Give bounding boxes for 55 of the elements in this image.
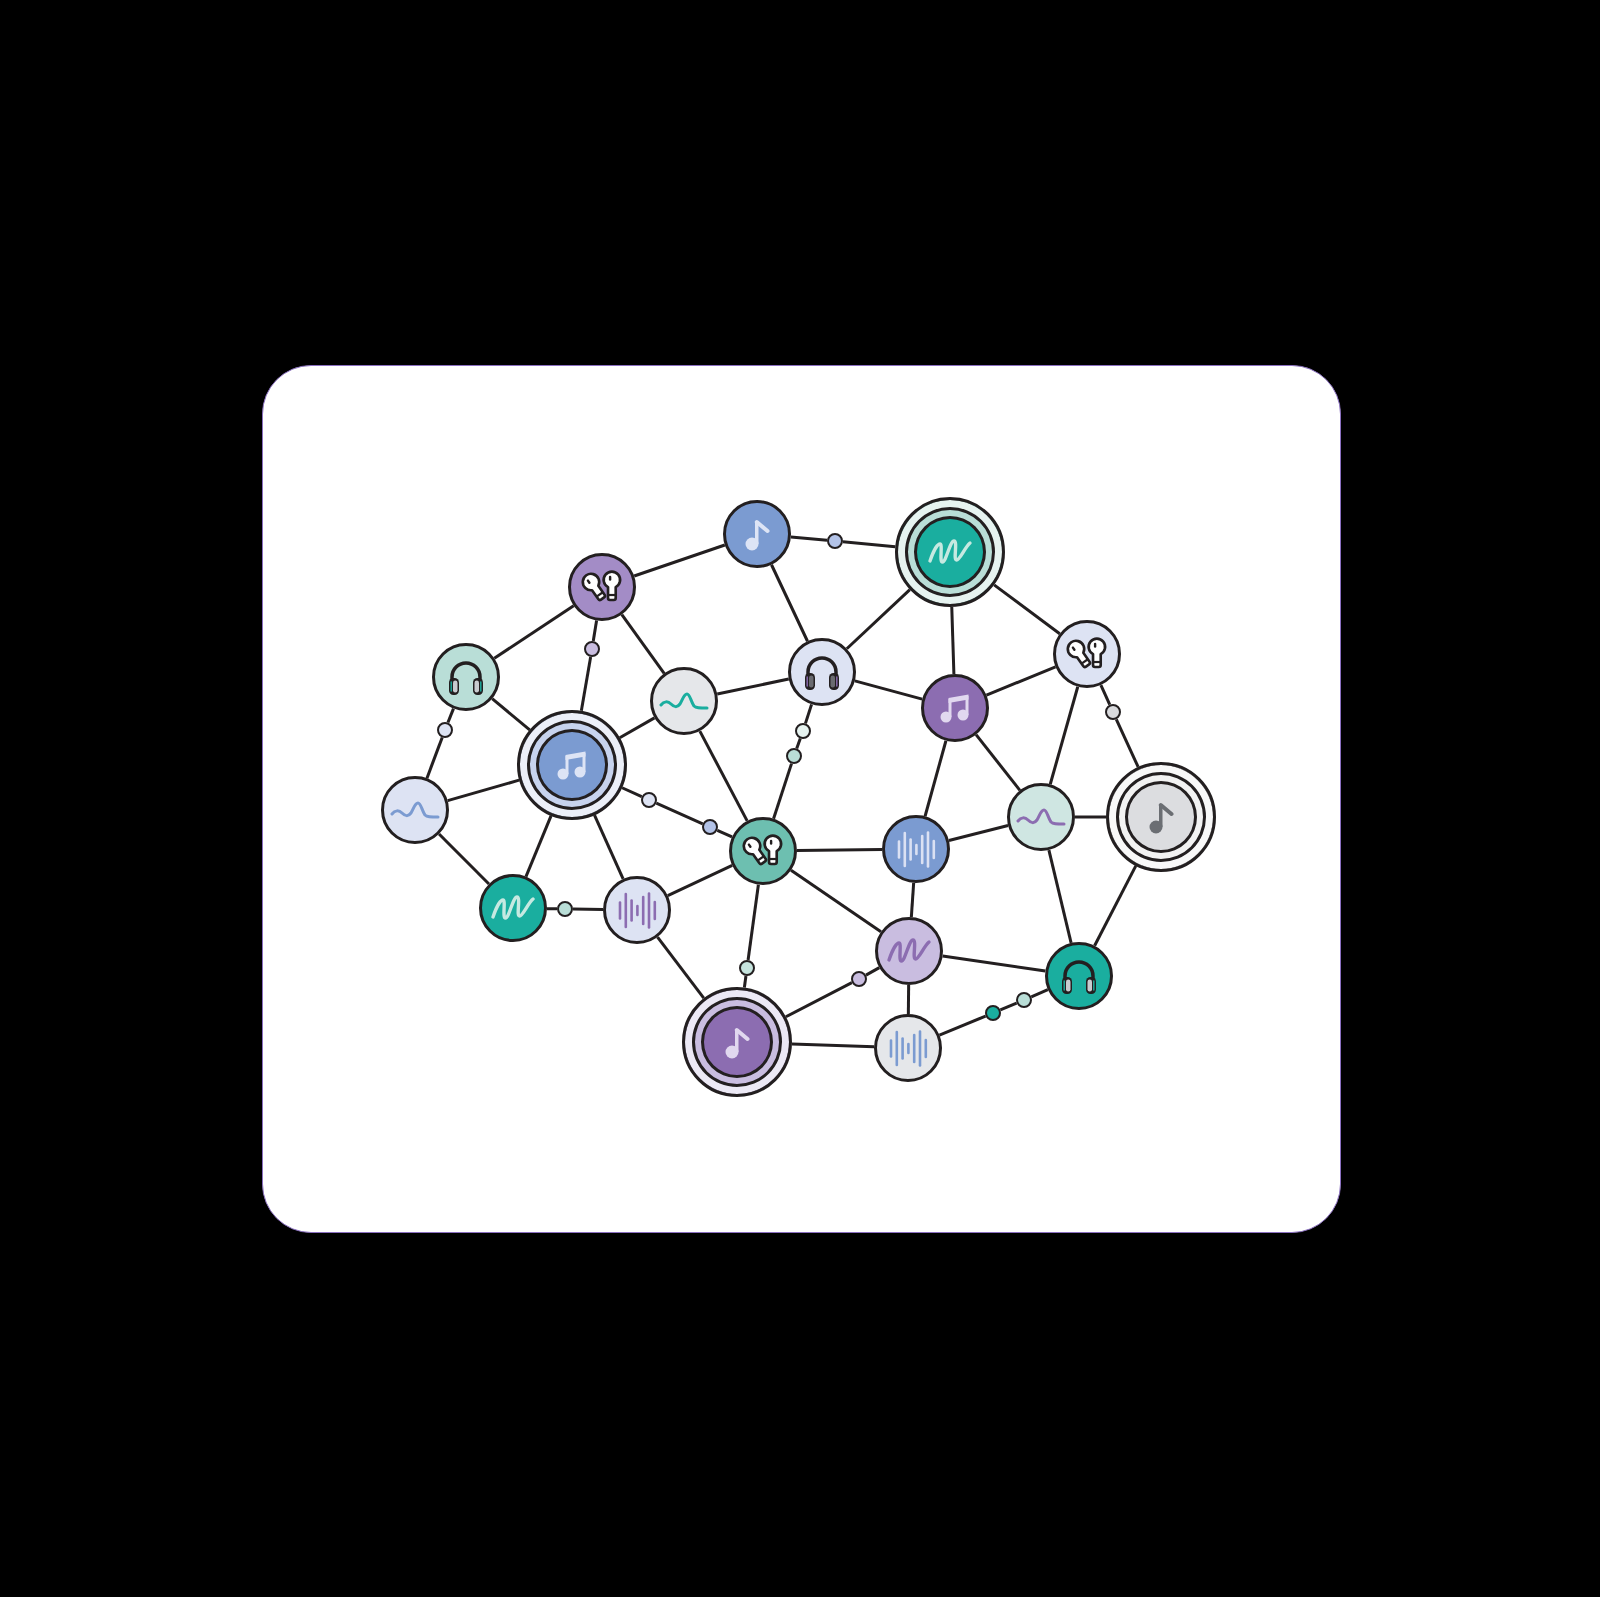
connector-line — [906, 985, 911, 1014]
connector-line — [655, 801, 704, 826]
connector-line — [446, 708, 455, 724]
connector-line — [942, 954, 1046, 973]
connector-line — [795, 738, 802, 749]
connector-line — [950, 606, 956, 675]
connector-line — [974, 733, 1022, 792]
connector-line — [437, 832, 491, 886]
connector-line — [948, 823, 1009, 843]
connector-line — [656, 936, 705, 1000]
connector-line — [620, 613, 666, 675]
connector-line — [746, 884, 760, 961]
connector-line — [938, 1014, 987, 1037]
connector-line — [1047, 849, 1073, 944]
connector-line — [985, 665, 1057, 697]
connector-line — [993, 583, 1061, 635]
connector-line — [621, 786, 643, 799]
connector-line — [1099, 684, 1112, 706]
connector-line — [785, 981, 853, 1019]
connector-line — [716, 828, 733, 839]
connector-line — [742, 975, 748, 988]
connector-line — [524, 815, 553, 878]
connector-line — [1075, 815, 1106, 819]
connector-line — [493, 604, 575, 660]
connector-line — [854, 679, 923, 701]
connector-line — [999, 1001, 1018, 1012]
connector-line — [796, 847, 883, 853]
connector-line — [572, 907, 604, 912]
connector-line — [1030, 988, 1049, 999]
connector-line — [1048, 686, 1080, 785]
connector-line — [842, 540, 896, 549]
connector-line — [804, 703, 813, 724]
connector-line — [698, 730, 749, 822]
connector-line — [865, 966, 881, 977]
connector-line — [593, 814, 625, 880]
connector-line — [633, 543, 726, 578]
connector-line — [790, 535, 828, 542]
connector-line — [790, 868, 882, 934]
connector-line — [619, 716, 656, 739]
connector-line — [546, 907, 558, 911]
connector-line — [579, 656, 593, 712]
connector-line — [791, 1042, 875, 1049]
connector-line — [447, 778, 520, 803]
connector-line — [1093, 865, 1138, 947]
connector-line — [772, 763, 793, 820]
connector-line — [770, 564, 809, 642]
connector-line — [716, 677, 790, 696]
connector-line — [1114, 718, 1140, 768]
connector-line — [425, 736, 444, 779]
connector-line — [909, 882, 916, 918]
connector-line — [923, 740, 948, 817]
connector-line — [591, 620, 599, 642]
connector-line — [845, 588, 911, 650]
connector-line — [667, 864, 733, 897]
connector-line — [491, 697, 531, 732]
